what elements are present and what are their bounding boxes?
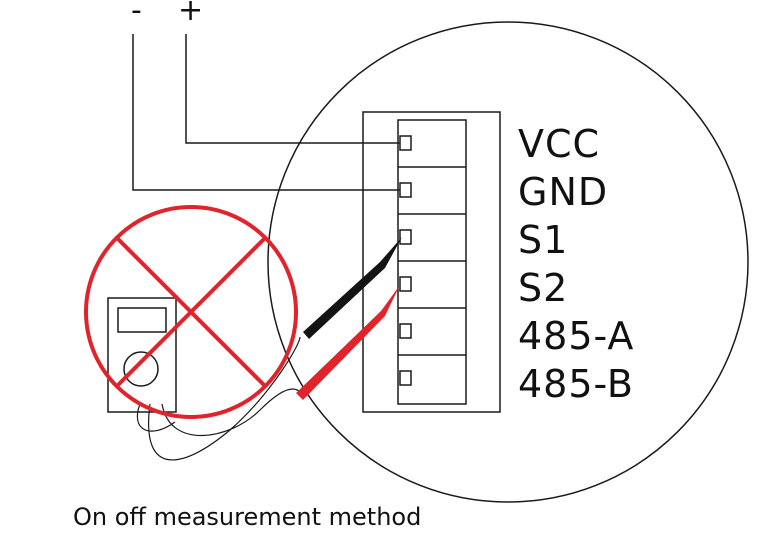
terminal-slot-485b: [399, 370, 412, 386]
terminal-block: [362, 111, 501, 413]
prohibited-sign-icon: [84, 205, 298, 419]
terminal-slot-s1: [399, 229, 412, 245]
terminal-slot-gnd: [399, 182, 412, 198]
multimeter-icon: [107, 297, 177, 413]
plus-label: +: [178, 0, 204, 28]
black-probe-icon: [303, 237, 402, 339]
terminal-slot-485a: [399, 323, 412, 339]
pin-label-gnd: GND: [518, 170, 609, 214]
pin-label-s1: S1: [518, 218, 569, 262]
terminal-slot-vcc: [399, 135, 412, 151]
red-probe-lead: [161, 388, 301, 437]
pin-label-s2: S2: [518, 266, 569, 310]
pin-label-485b: 485-B: [518, 362, 634, 406]
meter-lead-loop: [136, 403, 176, 432]
black-probe-lead: [148, 336, 301, 461]
caption: On off measurement method: [73, 503, 422, 531]
magnifier-circle: [267, 21, 749, 503]
minus-wire: [132, 34, 400, 191]
terminal-slot-s2: [399, 276, 412, 292]
minus-label: -: [131, 0, 142, 28]
plus-wire: [185, 34, 400, 144]
red-probe-icon: [296, 285, 400, 400]
pin-label-vcc: VCC: [518, 122, 601, 166]
pin-label-485a: 485-A: [518, 314, 635, 358]
